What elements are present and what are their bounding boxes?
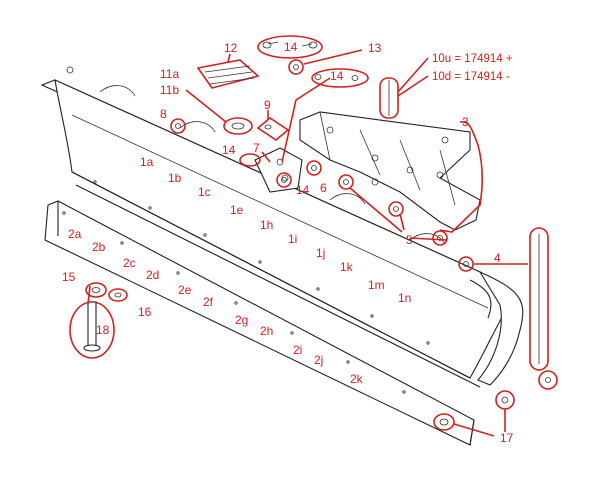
part-label-1j: 1j [316, 246, 325, 260]
callout-17-leader [453, 409, 506, 437]
part-label-2c: 2c [123, 256, 136, 270]
callout-labels: 3 4 5 6 7 8 9 11a 11b 12 13 14 14 14 14 … [62, 40, 514, 445]
nut-5a [338, 174, 354, 190]
callout-11a: 11a [160, 67, 179, 81]
nut-17a [495, 390, 515, 410]
callout-14-mid: 14 [296, 183, 310, 197]
bolt-18 [69, 301, 115, 359]
callout-14-left: 14 [222, 143, 236, 157]
mount-frame [299, 111, 481, 231]
nut-16 [108, 288, 128, 302]
part-label-2f: 2f [203, 295, 214, 309]
bolt-14-left [239, 153, 261, 167]
callout-11-leader [185, 89, 227, 123]
part-label-2i: 2i [293, 343, 302, 357]
pivot-pin [256, 117, 290, 141]
callout-14-upper: 14 [330, 69, 344, 83]
moldboard [40, 66, 524, 388]
part-label-2k: 2k [350, 372, 364, 386]
part-label-2a: 2a [68, 227, 82, 241]
callout-12: 12 [224, 41, 238, 55]
note-10u: 10u = 174914 + [432, 53, 513, 65]
part-label-1a: 1a [140, 155, 154, 169]
callout-7-leader [261, 151, 271, 163]
callout-6: 6 [320, 181, 327, 195]
spring-hook [223, 117, 253, 135]
callout-17: 17 [500, 431, 514, 445]
trip-spring [196, 59, 260, 89]
callout-4: 4 [494, 251, 501, 265]
cutting-edge [44, 200, 475, 446]
note-10d: 10d = 174914 - [432, 71, 510, 83]
part-label-1b: 1b [168, 171, 182, 185]
washer-15 [85, 282, 107, 298]
part-label-2d: 2d [146, 268, 159, 282]
part-label-2e: 2e [178, 283, 192, 297]
part-label-1i: 1i [288, 232, 297, 246]
nut-6 [306, 160, 322, 176]
callout-14b-leader [281, 77, 331, 163]
callout-5-leader [349, 187, 447, 241]
part-label-1m: 1m [368, 278, 385, 292]
part-label-1c: 1c [198, 185, 211, 199]
callout-13-leader [303, 49, 363, 65]
callout-5: 5 [406, 233, 413, 247]
callout-13: 13 [368, 41, 382, 55]
callout-16: 16 [138, 305, 152, 319]
part-label-2b: 2b [92, 240, 106, 254]
bolt-14-mid [276, 172, 292, 188]
callout-18-leader [87, 285, 91, 305]
callout-15: 15 [62, 270, 76, 284]
nut-5b [388, 201, 404, 217]
moldboard-bolt-row [93, 180, 430, 345]
callout-9: 9 [264, 98, 271, 112]
cutting-edge-part-labels: 2a 2b 2c 2d 2e 2f 2g 2h 2i 2j 2k [68, 227, 364, 386]
callout-3-leader [439, 121, 483, 233]
callout-14-top: 14 [284, 40, 298, 54]
callout-8: 8 [160, 107, 167, 121]
callout-11b: 11b [160, 83, 179, 97]
part-label-2j: 2j [314, 353, 323, 367]
bolt-group-top [257, 35, 323, 59]
part-label-1h: 1h [260, 218, 273, 232]
bolt-group-upper-right [311, 68, 369, 88]
callout-7: 7 [253, 141, 260, 155]
cutting-edge-bolt-row [62, 211, 406, 394]
callout-12-leader [227, 53, 231, 63]
callout-18: 18 [96, 323, 110, 337]
part-label-1n: 1n [398, 291, 411, 305]
bolt-17b [433, 413, 455, 431]
moldboard-part-labels: 1a 1b 1c 1e 1h 1i 1j 1k 1m 1n [140, 155, 411, 305]
callout-10-leader [397, 57, 429, 97]
end-shoe [458, 227, 558, 390]
part-label-1e: 1e [230, 203, 244, 217]
nut-5c [432, 230, 448, 246]
callout-3: 3 [462, 115, 469, 129]
hydraulic-pin [379, 77, 399, 119]
part-label-2g: 2g [235, 313, 248, 327]
part-label-2h: 2h [260, 324, 273, 338]
part-label-1k: 1k [340, 260, 354, 274]
cylinder-notes: 10u = 174914 + 10d = 174914 - [432, 53, 513, 83]
nut-8 [170, 118, 186, 134]
washer-13 [288, 59, 304, 75]
